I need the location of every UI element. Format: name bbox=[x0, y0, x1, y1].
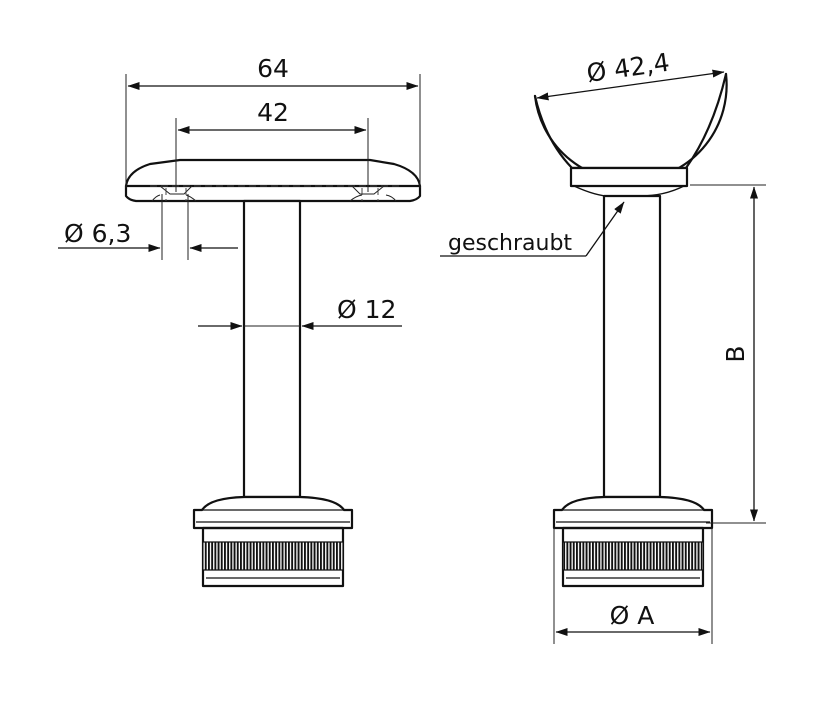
dim-64-label: 64 bbox=[257, 54, 289, 83]
dim-base-label: Ø A bbox=[610, 601, 655, 630]
dim-64: 64 bbox=[125, 54, 421, 188]
side-view: Ø 42,4 geschraubt B Ø A bbox=[440, 48, 766, 644]
dim-hole: Ø 6,3 bbox=[58, 194, 238, 260]
dim-42: 42 bbox=[175, 98, 369, 192]
saddle-plate bbox=[124, 158, 422, 203]
side-base-flange bbox=[552, 495, 714, 530]
rod bbox=[242, 199, 302, 499]
saddle-neck bbox=[569, 166, 689, 188]
dim-base: Ø A bbox=[553, 528, 713, 644]
base-flange bbox=[192, 495, 354, 530]
side-rod bbox=[602, 194, 662, 499]
countersunk-holes bbox=[151, 185, 397, 202]
front-view: 64 42 Ø 6,3 Ø 12 bbox=[58, 54, 422, 588]
dim-rod-label: Ø 12 bbox=[337, 295, 396, 324]
dim-height: B bbox=[690, 184, 766, 524]
dim-rod: Ø 12 bbox=[198, 295, 402, 330]
screwed-label: geschraubt bbox=[448, 231, 572, 256]
dim-height-label: B bbox=[721, 345, 750, 362]
saddle-bowl bbox=[533, 72, 728, 183]
dim-hole-label: Ø 6,3 bbox=[64, 219, 131, 248]
dim-42-label: 42 bbox=[257, 98, 289, 127]
leader-screwed: geschraubt bbox=[440, 201, 625, 257]
